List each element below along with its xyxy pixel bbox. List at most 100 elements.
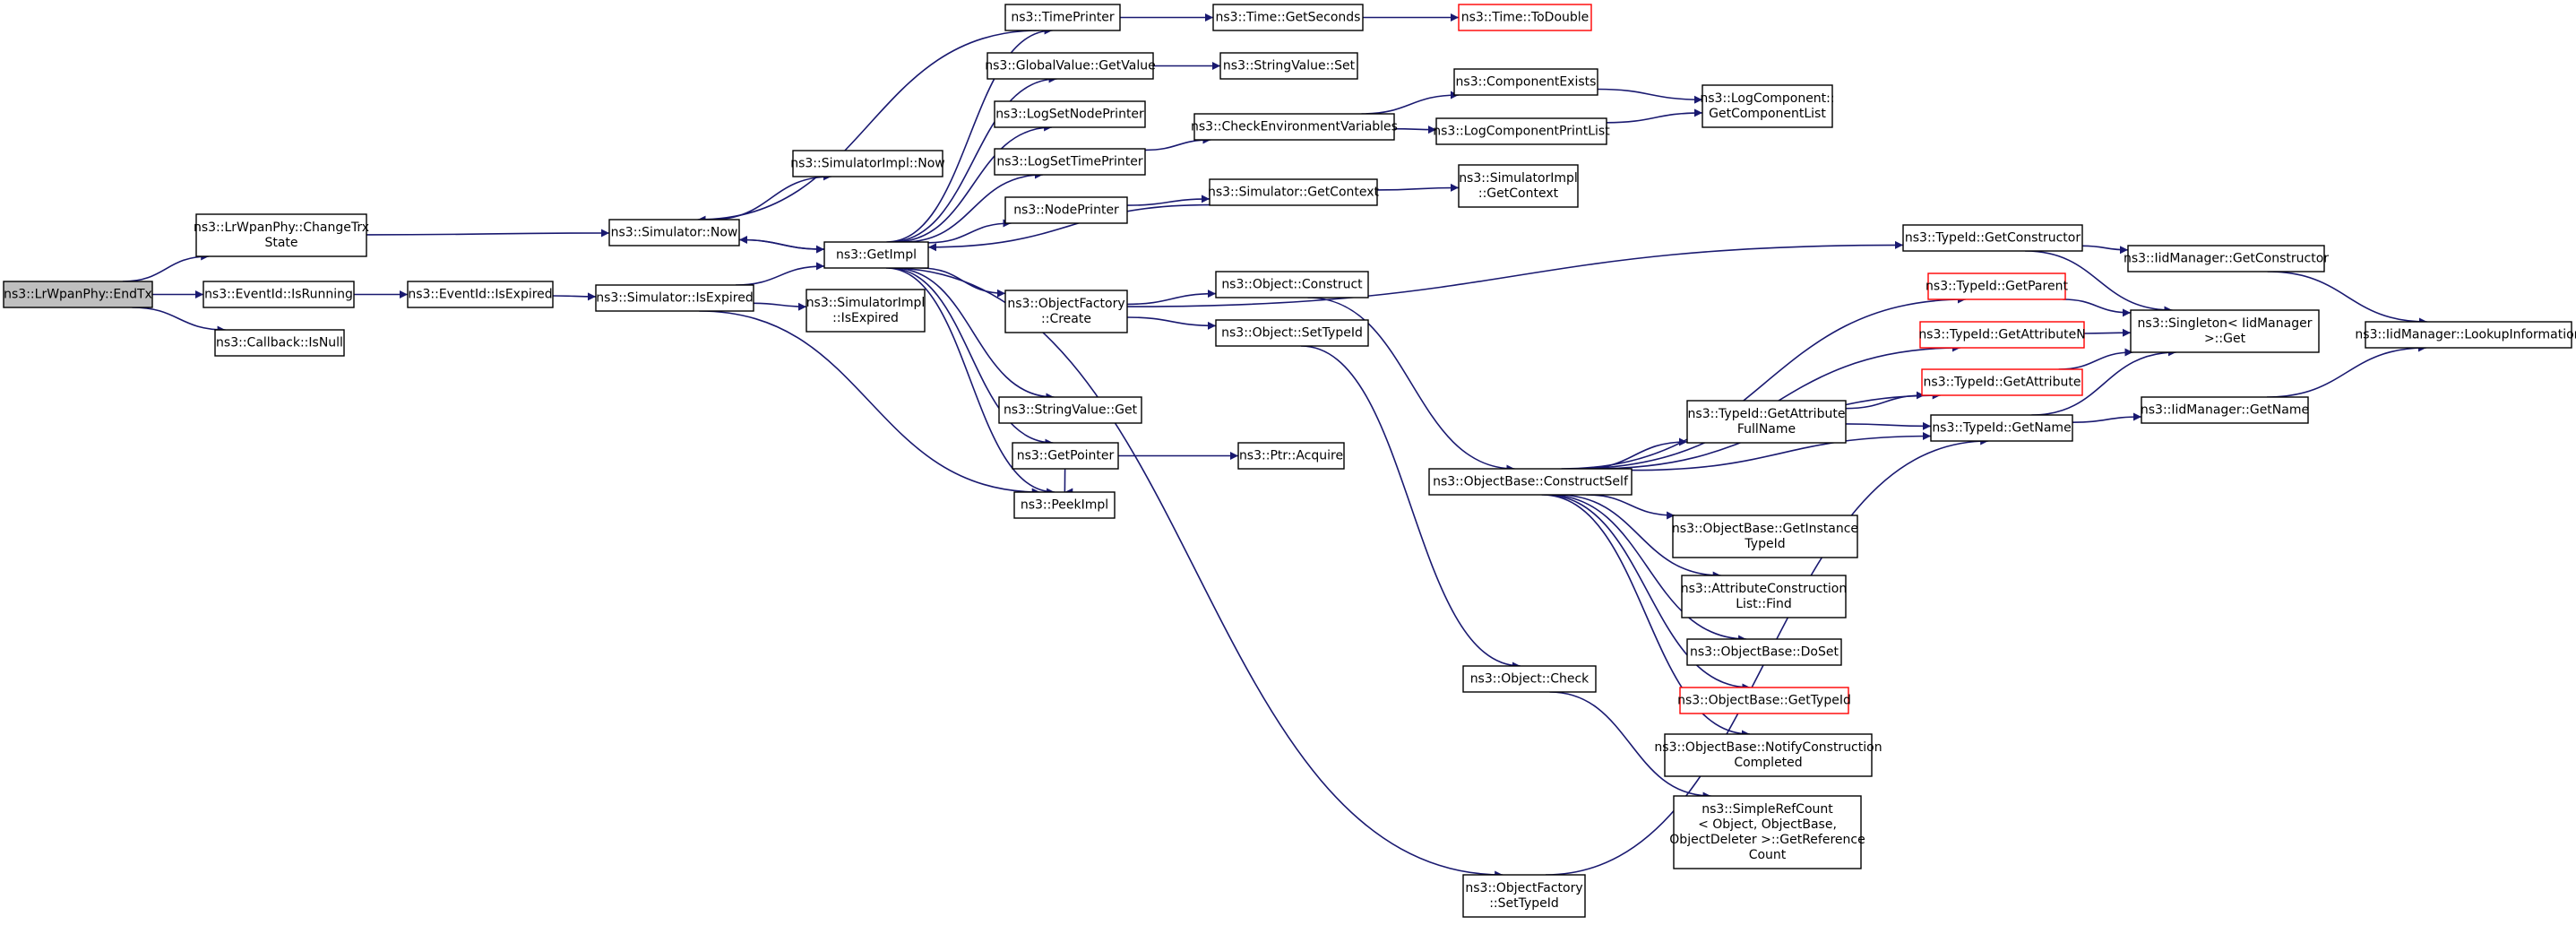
node-sim_now[interactable]: ns3::Simulator::Now xyxy=(608,219,740,246)
node-label: ns3::IidManager::GetName xyxy=(2141,403,2309,418)
node-label: FullName xyxy=(1737,422,1796,437)
node-obj_construct[interactable]: ns3::Object::Construct xyxy=(1215,271,1369,298)
node-label: ns3::ObjectFactory xyxy=(1465,881,1582,895)
node-of_create[interactable]: ns3::ObjectFactory::Create xyxy=(1004,290,1128,333)
node-box xyxy=(823,241,929,269)
node-label: ns3::ObjectBase::GetInstance xyxy=(1672,522,1858,536)
node-tid_getconstructor[interactable]: ns3::TypeId::GetConstructor xyxy=(1902,224,2083,252)
edge-ob_constructself-to-tid_getparent xyxy=(1561,295,1966,470)
node-getimpl[interactable]: ns3::GetImpl xyxy=(823,241,929,269)
node-simplerefcount[interactable]: ns3::SimpleRefCount< Object, ObjectBase,… xyxy=(1669,795,1865,869)
node-isnull[interactable]: ns3::Callback::IsNull xyxy=(214,329,345,357)
edge-sim_getcontext-to-getimpl xyxy=(927,203,1210,252)
node-time_getseconds[interactable]: ns3::Time::GetSeconds xyxy=(1212,4,1364,31)
node-label: ::GetContext xyxy=(1478,186,1559,201)
node-ptr_acquire[interactable]: ns3::Ptr::Acquire xyxy=(1237,442,1345,470)
node-label: ns3::SimpleRefCount xyxy=(1702,802,1833,817)
node-box xyxy=(1212,4,1364,31)
edge-ob_constructself-to-tid_getattrfullname xyxy=(1581,437,1688,470)
node-gv_getvalue[interactable]: ns3::GlobalValue::GetValue xyxy=(985,52,1156,80)
node-ob_doset[interactable]: ns3::ObjectBase::DoSet xyxy=(1686,638,1842,666)
node-box xyxy=(407,281,554,308)
edge-of_create-to-obj_settypeid xyxy=(1126,316,1217,330)
edge-ob_constructself-to-ob_gettypeid xyxy=(1544,494,1751,692)
edge-endtx-to-changetrx xyxy=(122,252,210,282)
node-logcomp_getlist[interactable]: ns3::LogComponent::GetComponentList xyxy=(1700,84,1835,128)
node-label: ns3::GlobalValue::GetValue xyxy=(985,59,1155,74)
edge-getimpl-to-logsetnodeprinter xyxy=(893,123,1053,243)
node-getpointer[interactable]: ns3::GetPointer xyxy=(1012,442,1119,470)
node-isrunning[interactable]: ns3::EventId::IsRunning xyxy=(202,281,355,308)
node-sim_getcontext[interactable]: ns3::Simulator::GetContext xyxy=(1208,178,1380,206)
node-time_todouble[interactable]: ns3::Time::ToDouble xyxy=(1458,4,1592,31)
node-iidm_getname[interactable]: ns3::IidManager::GetName xyxy=(2141,396,2309,424)
node-tid_getparent[interactable]: ns3::TypeId::GetParent xyxy=(1926,272,2068,300)
edge-changetrx-to-sim_now xyxy=(366,229,610,238)
node-label: ns3::Object::Construct xyxy=(1221,278,1363,292)
node-sv_set[interactable]: ns3::StringValue::Set xyxy=(1219,52,1358,80)
node-label: ns3::Object::SetTypeId xyxy=(1221,326,1363,341)
node-compexists[interactable]: ns3::ComponentExists xyxy=(1453,68,1598,96)
edges-layer xyxy=(122,13,2427,879)
node-eid_isexpired[interactable]: ns3::EventId::IsExpired xyxy=(407,281,554,308)
node-box xyxy=(1193,113,1395,141)
edge-ob_constructself-to-ob_doset xyxy=(1547,494,1747,644)
node-ob_gettypeid[interactable]: ns3::ObjectBase::GetTypeId xyxy=(1677,687,1851,714)
node-box xyxy=(1013,491,1116,519)
node-obj_check[interactable]: ns3::Object::Check xyxy=(1462,665,1597,693)
node-logcompprintlist[interactable]: ns3::LogComponentPrintList xyxy=(1433,117,1610,145)
node-label: ns3::ComponentExists xyxy=(1456,75,1597,90)
node-peekimpl[interactable]: ns3::PeekImpl xyxy=(1013,491,1116,519)
node-label: ns3::Ptr::Acquire xyxy=(1239,449,1343,463)
node-of_settypeid[interactable]: ns3::ObjectFactory::SetTypeId xyxy=(1462,874,1586,918)
node-checkenv[interactable]: ns3::CheckEnvironmentVariables xyxy=(1191,113,1398,141)
node-nodeprinter[interactable]: ns3::NodePrinter xyxy=(1004,196,1128,224)
node-ob_notifyconst[interactable]: ns3::ObjectBase::NotifyConstructionCompl… xyxy=(1654,733,1882,777)
node-simimpl_isexpired[interactable]: ns3::SimulatorImpl::IsExpired xyxy=(806,289,926,333)
node-label: ns3::TypeId::GetAttribute xyxy=(1924,376,2081,390)
node-label: ns3::TypeId::GetAttributeN xyxy=(1918,328,2085,342)
node-label: ns3::ObjectFactory xyxy=(1007,297,1124,311)
node-box xyxy=(1209,178,1378,206)
edge-tid_getattrfullname-to-tid_getattribute xyxy=(1845,391,1925,410)
node-iidm_getconstructor[interactable]: ns3::IidManager::GetConstructor xyxy=(2124,245,2329,272)
node-timeprinter[interactable]: ns3::TimePrinter xyxy=(1004,4,1121,31)
node-label: ns3::Simulator::IsExpired xyxy=(596,291,754,306)
node-endtx[interactable]: ns3::LrWpanPhy::EndTx xyxy=(3,281,153,308)
node-tid_getattribute[interactable]: ns3::TypeId::GetAttribute xyxy=(1921,368,2083,396)
node-label: ns3::LrWpanPhy::ChangeTrx xyxy=(194,221,369,235)
node-simimpl_now[interactable]: ns3::SimulatorImpl::Now xyxy=(790,150,945,177)
node-box xyxy=(1237,442,1345,470)
node-logsettimeprinter[interactable]: ns3::LogSetTimePrinter xyxy=(994,148,1146,176)
edge-getimpl-to-sv_get xyxy=(892,267,1055,402)
node-simimpl_getcontext[interactable]: ns3::SimulatorImpl::GetContext xyxy=(1458,164,1579,208)
node-tid_getname[interactable]: ns3::TypeId::GetName xyxy=(1930,414,2073,442)
node-sv_get[interactable]: ns3::StringValue::Get xyxy=(998,396,1142,424)
node-label: ns3::CheckEnvironmentVariables xyxy=(1191,120,1398,134)
edge-tid_getname-to-singleton_get xyxy=(2031,348,2176,416)
edge-tid_getconstructor-to-iidm_getconstructor xyxy=(2081,245,2129,255)
node-iidm_lookupinfo[interactable]: ns3::IidManager::LookupInformation xyxy=(2355,321,2576,349)
node-box xyxy=(998,396,1142,424)
edge-sim_isexpired-to-simimpl_isexpired xyxy=(753,302,807,311)
edge-ob_constructself-to-ob_notifyconst xyxy=(1541,494,1751,739)
edge-timeprinter-to-sim_now xyxy=(697,30,1039,224)
node-box xyxy=(806,289,926,333)
node-label: ns3::SimulatorImpl xyxy=(1459,171,1578,186)
node-singleton_get[interactable]: ns3::Singleton< IidManager >::Get xyxy=(2130,309,2320,353)
edge-sim_isexpired-to-getimpl xyxy=(735,262,825,286)
node-logsetnodeprinter[interactable]: ns3::LogSetNodePrinter xyxy=(994,100,1146,128)
node-sim_isexpired[interactable]: ns3::Simulator::IsExpired xyxy=(595,284,754,312)
node-obj_settypeid[interactable]: ns3::Object::SetTypeId xyxy=(1215,319,1369,347)
edge-tid_getname-to-iidm_getname xyxy=(2072,412,2142,423)
node-ob_constructself[interactable]: ns3::ObjectBase::ConstructSelf xyxy=(1428,468,1633,496)
node-label: ns3::TypeId::GetParent xyxy=(1926,280,2068,294)
node-tid_getattributen[interactable]: ns3::TypeId::GetAttributeN xyxy=(1918,321,2086,349)
node-label: ns3::EventId::IsRunning xyxy=(204,288,353,302)
node-label: ns3::LogSetNodePrinter xyxy=(995,108,1144,122)
edge-of_create-to-obj_construct xyxy=(1126,290,1217,306)
